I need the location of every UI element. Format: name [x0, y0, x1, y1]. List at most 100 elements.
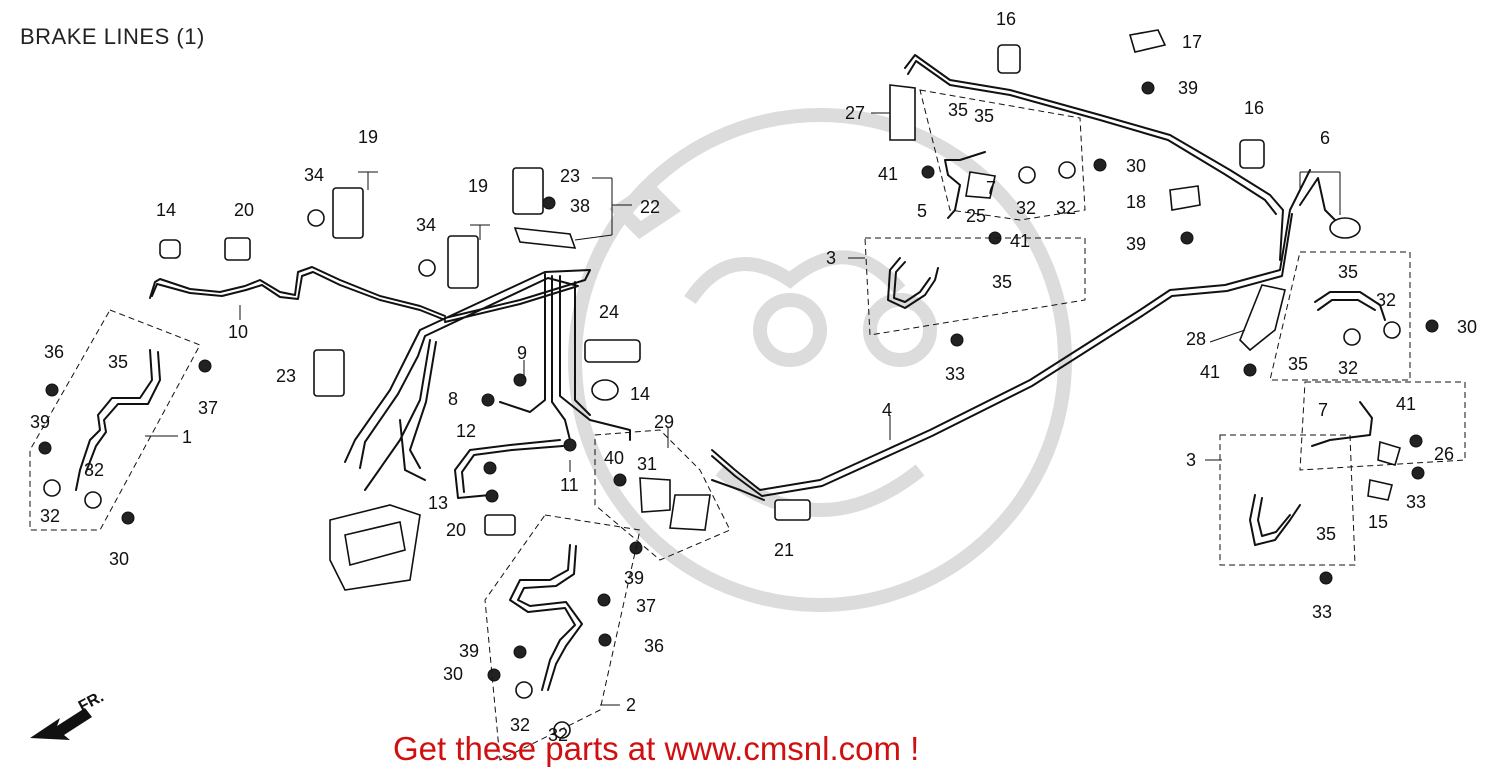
callout-3: 3 — [826, 248, 836, 268]
callout-35: 35 — [1316, 524, 1336, 544]
callout-40: 40 — [604, 448, 624, 468]
callout-7: 7 — [1318, 400, 1328, 420]
callout-35: 35 — [948, 100, 968, 120]
callout-38: 38 — [570, 196, 590, 216]
callout-27: 27 — [845, 103, 865, 123]
callout-39: 39 — [1126, 234, 1146, 254]
callout-32: 32 — [1376, 290, 1396, 310]
callout-37: 37 — [198, 398, 218, 418]
clamp-20b-icon — [484, 514, 516, 536]
clip-16-icon — [997, 44, 1021, 74]
callout-30: 30 — [1126, 156, 1146, 176]
clip-19-icon — [332, 187, 364, 239]
callout-23: 23 — [560, 166, 580, 186]
callout-35: 35 — [1288, 354, 1308, 374]
clip-18-icon — [1169, 185, 1201, 211]
callout-30: 30 — [1457, 317, 1477, 337]
callout-35: 35 — [974, 106, 994, 126]
callout-21: 21 — [774, 540, 794, 560]
callout-41: 41 — [878, 164, 898, 184]
promo-link-text[interactable]: Get these parts at www.cmsnl.com ! — [393, 730, 920, 767]
callout-41: 41 — [1010, 231, 1030, 251]
callout-41: 41 — [1396, 394, 1416, 414]
callout-32: 32 — [40, 506, 60, 526]
callout-26: 26 — [1434, 444, 1454, 464]
bracket-22-icon — [513, 227, 577, 249]
callout-31: 31 — [637, 454, 657, 474]
clip-16b-icon — [1239, 139, 1265, 169]
callout-15: 15 — [1368, 512, 1388, 532]
nut-34-icon — [307, 209, 325, 227]
callout-32: 32 — [1016, 198, 1036, 218]
callout-32: 32 — [1338, 358, 1358, 378]
callout-39: 39 — [1178, 78, 1198, 98]
front-direction-arrow-icon: FR. — [30, 688, 107, 740]
grommet-14b-icon — [591, 379, 619, 401]
callout-24: 24 — [599, 302, 619, 322]
callout-33: 33 — [1312, 602, 1332, 622]
callout-34: 34 — [416, 215, 436, 235]
callout-35: 35 — [108, 352, 128, 372]
callout-20: 20 — [234, 200, 254, 220]
callout-37: 37 — [636, 596, 656, 616]
callout-20: 20 — [446, 520, 466, 540]
callout-39: 39 — [30, 412, 50, 432]
clip-24-icon — [584, 339, 641, 363]
callout-7: 7 — [986, 178, 996, 198]
callout-labels: 1 2 3 3 4 5 6 7 7 8 9 10 11 12 13 14 14 … — [30, 9, 1477, 745]
callout-11: 11 — [560, 475, 579, 495]
callout-32: 32 — [548, 725, 568, 745]
leader-lines — [145, 112, 1341, 706]
callout-36: 36 — [44, 342, 64, 362]
joint-31-icon — [639, 477, 671, 513]
clamp-20-icon — [224, 237, 251, 261]
clip-17-icon — [1128, 29, 1167, 53]
callout-2: 2 — [626, 695, 636, 715]
callout-9: 9 — [517, 343, 527, 363]
assembly-frames — [29, 89, 1466, 761]
grommet-6-icon — [1329, 217, 1361, 239]
clip-19b-icon — [447, 235, 479, 289]
bracket-28-icon — [1239, 284, 1286, 352]
callout-6: 6 — [1320, 128, 1330, 148]
callout-14: 14 — [630, 384, 650, 404]
callout-8: 8 — [448, 389, 458, 409]
callout-5: 5 — [917, 201, 927, 221]
diagram-title: BRAKE LINES (1) — [20, 24, 205, 49]
bracket-27-icon — [889, 84, 916, 141]
callout-39: 39 — [459, 641, 479, 661]
callout-10: 10 — [228, 322, 248, 342]
block-23b-icon — [313, 349, 345, 397]
callout-35: 35 — [992, 272, 1012, 292]
callout-17: 17 — [1182, 32, 1202, 52]
callout-13: 13 — [428, 493, 448, 513]
callout-25: 25 — [966, 206, 986, 226]
callout-30: 30 — [443, 664, 463, 684]
clip-15-icon — [1367, 479, 1393, 501]
callout-33: 33 — [1406, 492, 1426, 512]
callout-32: 32 — [1056, 198, 1076, 218]
grommet-14-icon — [159, 239, 181, 259]
callout-19: 19 — [468, 176, 488, 196]
callout-35: 35 — [1338, 262, 1358, 282]
callout-30: 30 — [109, 549, 129, 569]
callout-16: 16 — [996, 9, 1016, 29]
component-shapes — [38, 29, 1439, 739]
callout-36: 36 — [644, 636, 664, 656]
callout-18: 18 — [1126, 192, 1146, 212]
callout-39: 39 — [624, 568, 644, 588]
block-23-icon — [512, 167, 544, 215]
callout-33: 33 — [945, 364, 965, 384]
clip-21-icon — [774, 499, 811, 521]
callout-14: 14 — [156, 200, 176, 220]
callout-19: 19 — [358, 127, 378, 147]
callout-32: 32 — [510, 715, 530, 735]
callout-34: 34 — [304, 165, 324, 185]
nut-34b-icon — [418, 259, 436, 277]
callout-32: 32 — [84, 460, 104, 480]
brake-pipes — [75, 54, 1386, 691]
callout-1: 1 — [182, 427, 192, 447]
callout-22: 22 — [640, 197, 660, 217]
callout-29: 29 — [654, 412, 674, 432]
